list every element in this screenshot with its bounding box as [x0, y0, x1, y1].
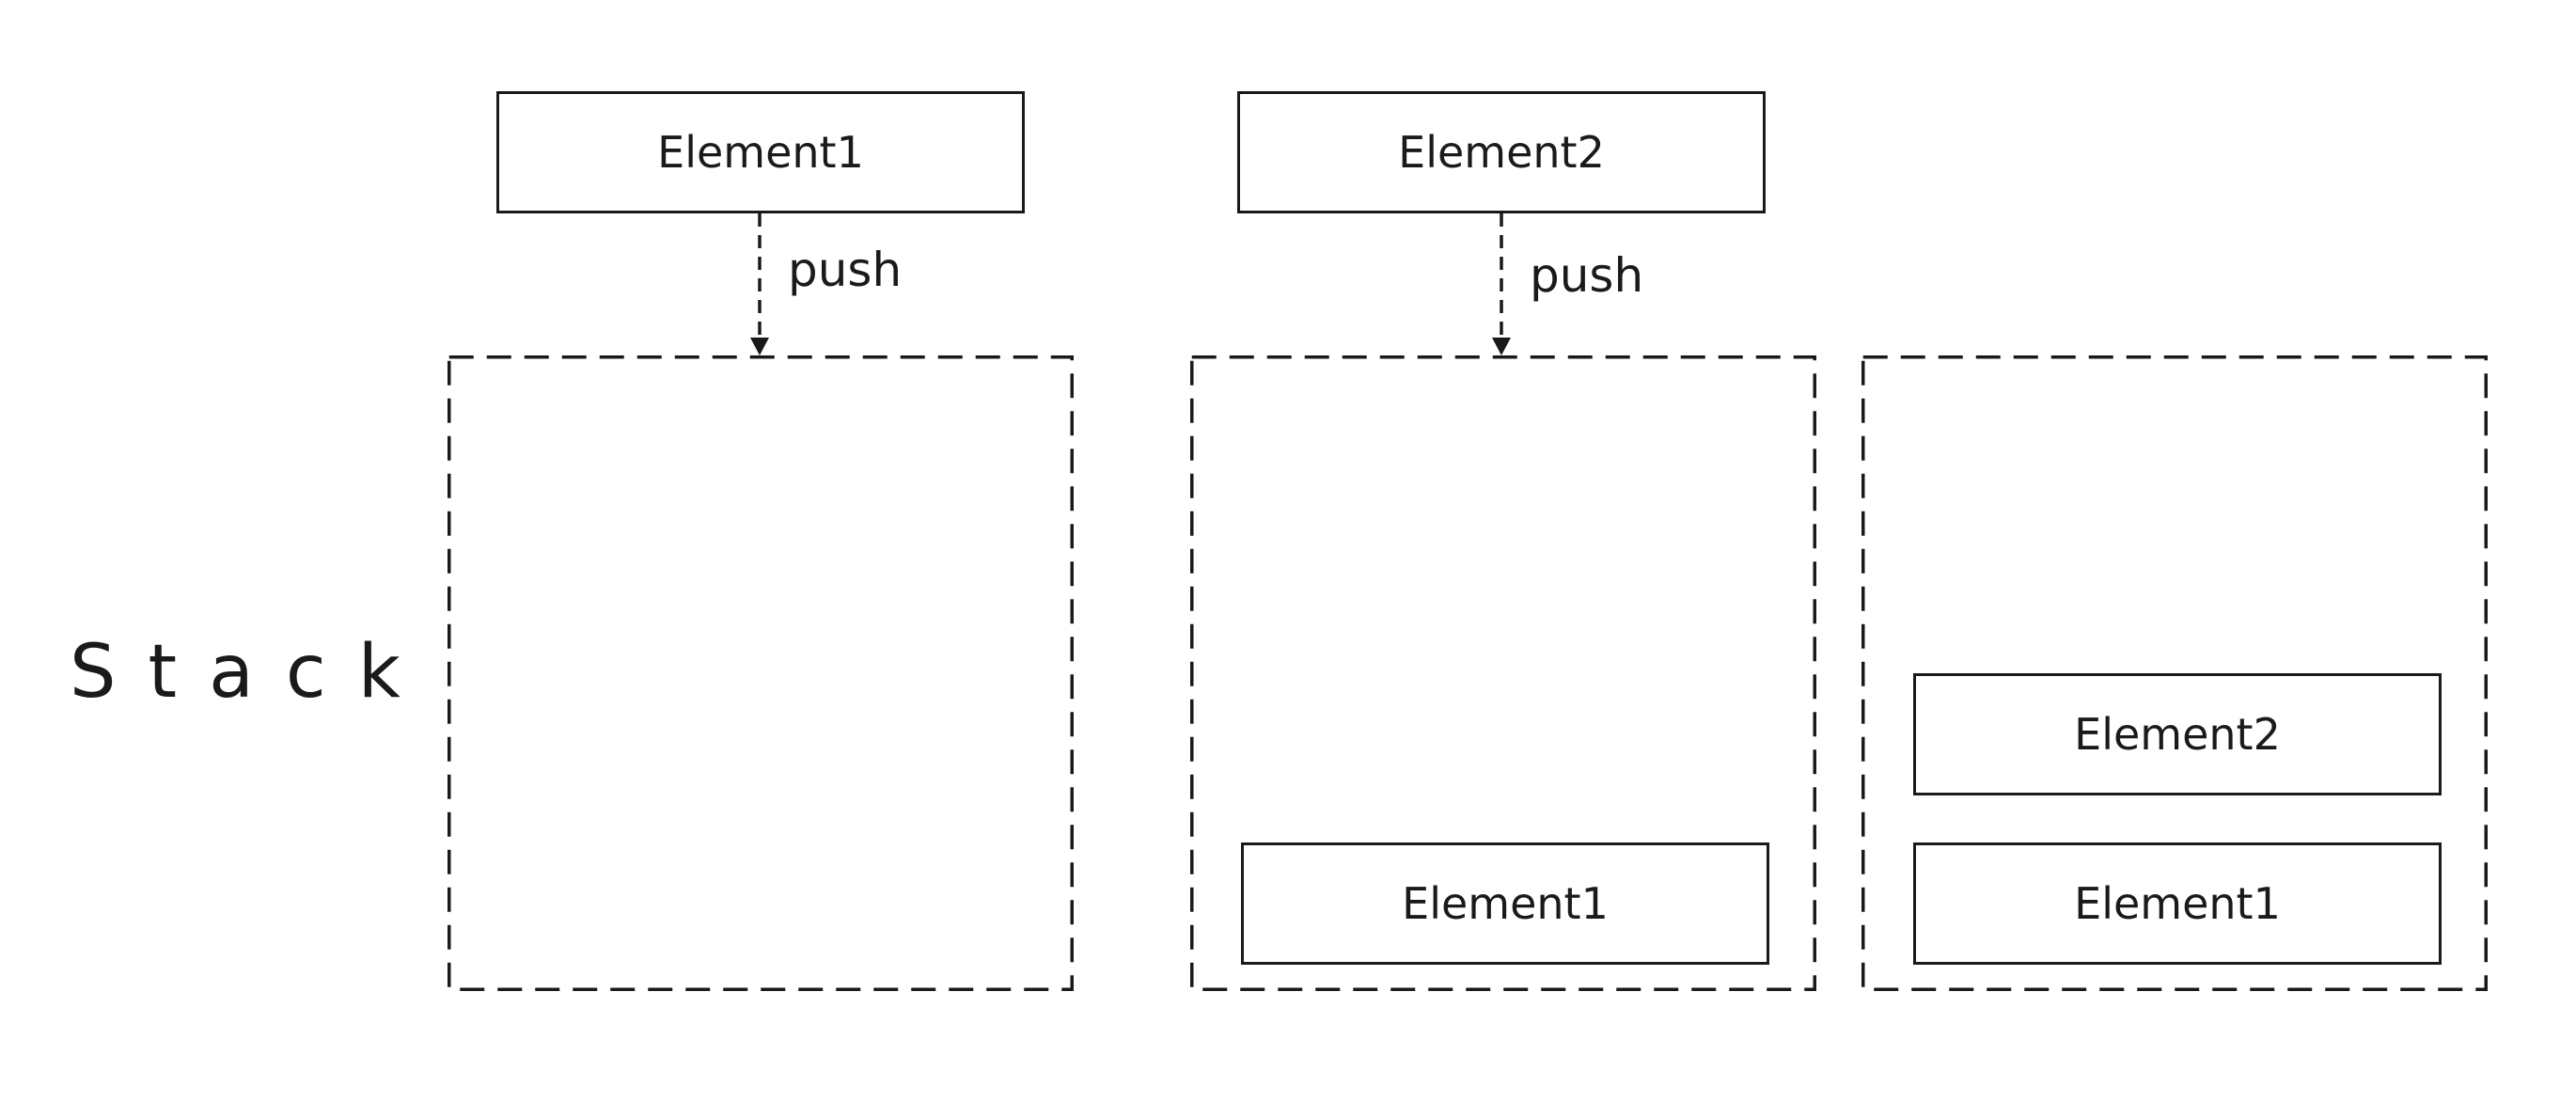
incoming-element-1: Element1: [496, 91, 1025, 213]
stack-container-two: [1861, 355, 2488, 991]
push-arrow-2: [1492, 213, 1511, 355]
stacked-element-top: Element2: [1913, 673, 2442, 795]
push-label-2: push: [1530, 248, 1644, 303]
stack-container-border: [448, 355, 1074, 991]
stacked-element-bottom: Element1: [1913, 842, 2442, 965]
push-label-1: push: [788, 243, 903, 297]
stack-container-empty: [448, 355, 1074, 991]
stack-label: Stack: [70, 630, 432, 715]
incoming-element-2: Element2: [1237, 91, 1766, 213]
stacked-element-1: Element1: [1241, 842, 1769, 965]
stack-container-border: [1190, 355, 1816, 991]
push-arrow-1: [750, 213, 769, 355]
stack-container-one: [1190, 355, 1816, 991]
stack-container-border: [1861, 355, 2488, 991]
